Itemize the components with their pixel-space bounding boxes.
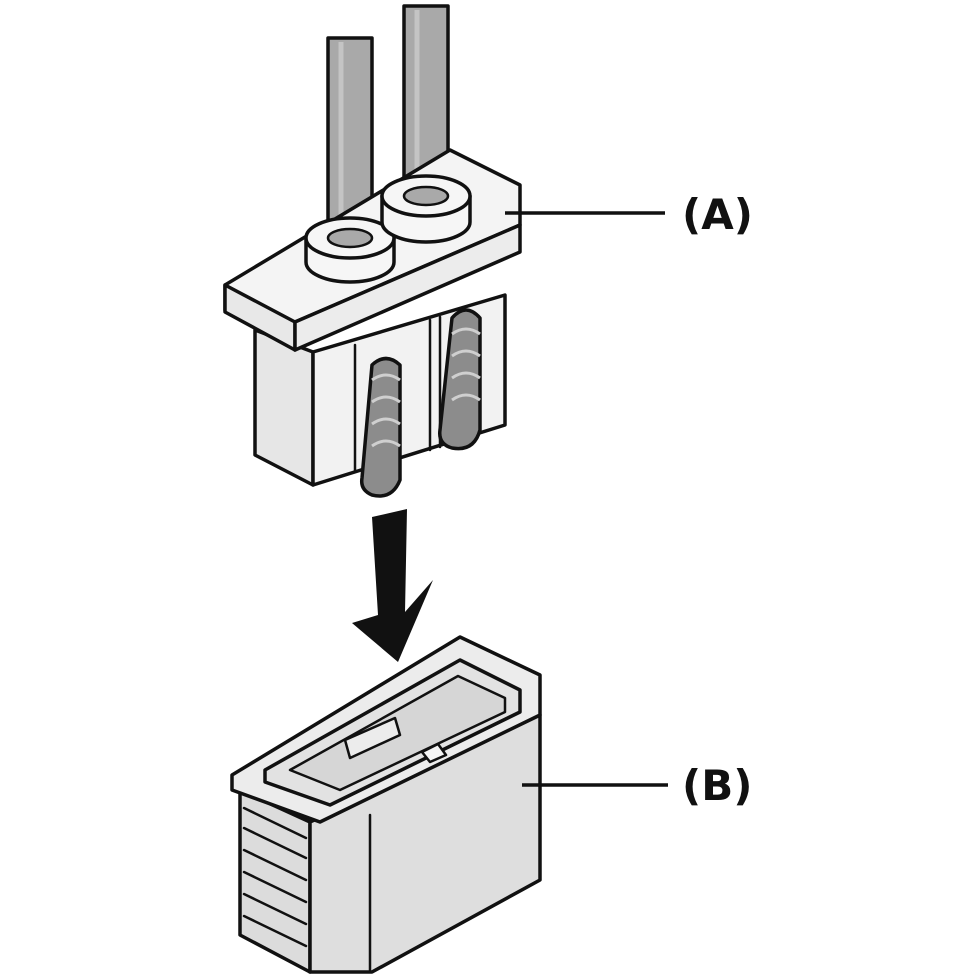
- label-b: (B): [682, 761, 752, 810]
- socket-ribs: [242, 806, 308, 948]
- contact-left: [359, 356, 402, 498]
- contact-right: [438, 308, 482, 451]
- down-arrow-icon: [352, 509, 433, 662]
- plug-connector: [223, 4, 522, 498]
- collar-left: [304, 216, 396, 284]
- label-a: (A): [682, 190, 753, 239]
- collar-right: [380, 174, 472, 244]
- socket-connector: [230, 635, 542, 974]
- socket-latch-slot: [343, 716, 402, 760]
- socket-key: [420, 742, 448, 764]
